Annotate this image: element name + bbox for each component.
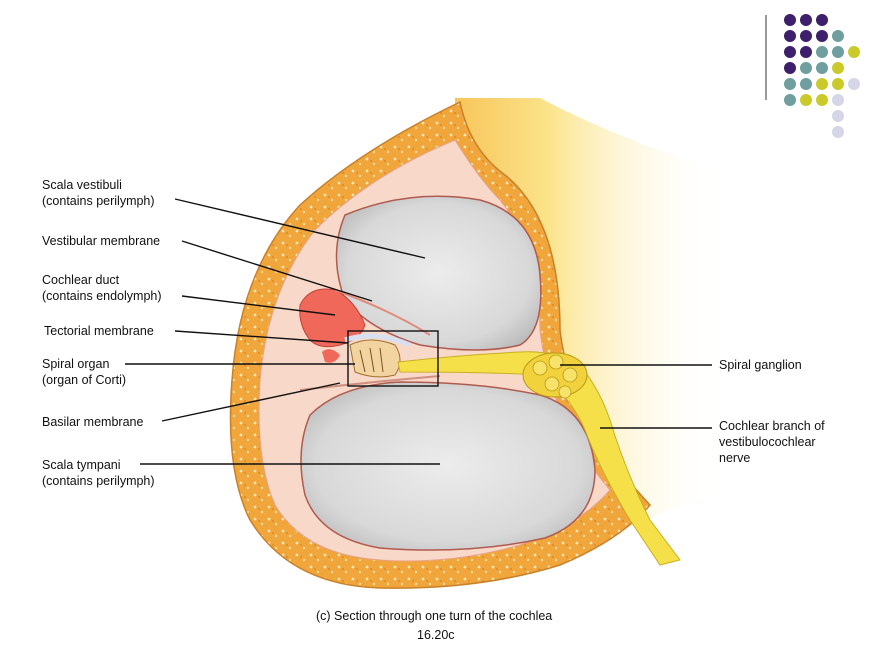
- decorative-dot: [832, 62, 844, 74]
- leader-cochlear-duct: [181, 295, 336, 316]
- label-cochlear-duct: Cochlear duct (contains endolymph): [42, 273, 162, 303]
- label-vestibular-membrane: Vestibular membrane: [42, 234, 161, 248]
- spiral-organ-detail: [322, 333, 411, 378]
- decorative-dot: [832, 94, 844, 106]
- decorative-dot: [784, 46, 796, 58]
- leader-basilar-membrane: [161, 382, 341, 422]
- decorative-dot: [832, 30, 844, 42]
- decorative-dot: [800, 62, 812, 74]
- decorative-dot: [800, 14, 812, 26]
- figure-number: 16.20c: [417, 628, 455, 642]
- figure-caption: (c) Section through one turn of the coch…: [316, 609, 553, 623]
- decorative-dot: [816, 46, 828, 58]
- label-tectorial-membrane: Tectorial membrane: [44, 324, 154, 338]
- decorative-dot: [832, 126, 844, 138]
- label-cochlear-branch: Cochlear branch of vestibulocochlear ner…: [719, 419, 825, 465]
- leader-scala-vestibuli: [174, 198, 426, 259]
- decorative-dot: [800, 78, 812, 90]
- decorative-dot: [784, 62, 796, 74]
- label-spiral-organ: Spiral organ (organ of Corti): [42, 357, 127, 387]
- scala-tympani-cavity: [300, 381, 596, 551]
- label-scala-vestibuli: Scala vestibuli (contains perilymph): [42, 178, 155, 208]
- decorative-dot: [784, 30, 796, 42]
- label-scala-tympani: Scala tympani (contains perilymph): [42, 458, 155, 488]
- decorative-dot: [816, 62, 828, 74]
- decorative-dot: [816, 78, 828, 90]
- decorative-dot: [832, 78, 844, 90]
- decorative-dot: [816, 94, 828, 106]
- leader-lines: [125, 198, 712, 465]
- decorative-dot: [848, 46, 860, 58]
- decorative-dot: [800, 94, 812, 106]
- decorative-dot: [784, 94, 796, 106]
- decorative-dot: [848, 78, 860, 90]
- leader-vestibular-membrane: [181, 240, 373, 302]
- vestibular-membrane-line: [334, 289, 431, 336]
- label-spiral-ganglion: Spiral ganglion: [719, 358, 802, 372]
- decorative-dot: [832, 46, 844, 58]
- label-basilar-membrane: Basilar membrane: [42, 415, 144, 429]
- decorative-dot: [784, 14, 796, 26]
- decorative-dot: [800, 46, 812, 58]
- decorative-dot: [800, 30, 812, 42]
- decorative-dot: [816, 14, 828, 26]
- decorative-dot: [832, 110, 844, 122]
- decorative-dot: [816, 30, 828, 42]
- decorative-dot: [784, 78, 796, 90]
- leader-tectorial-membrane: [174, 330, 349, 344]
- detail-box: [347, 330, 439, 387]
